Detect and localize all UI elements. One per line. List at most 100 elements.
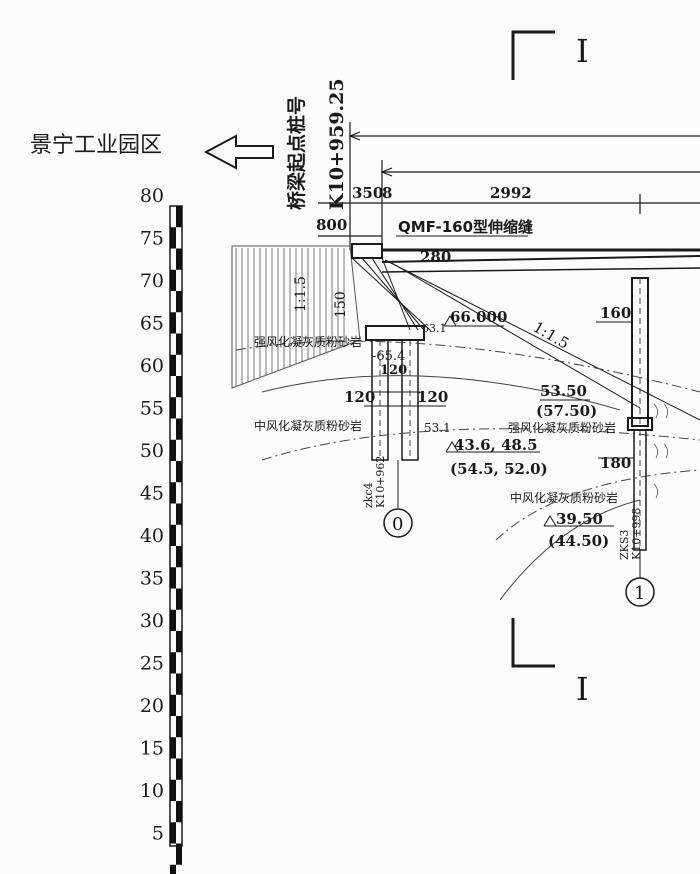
abutment-dim-150: 150 [333, 291, 349, 318]
pile-label-title: 桥梁起点桩号 [285, 96, 308, 210]
scale-block [176, 631, 182, 653]
svg-text:1:1.5: 1:1.5 [293, 276, 309, 312]
scale-tick-label: 80 [140, 185, 164, 207]
scale-block [170, 397, 176, 419]
scale-block [170, 482, 176, 504]
scale-block [170, 822, 176, 844]
svg-text:150: 150 [333, 291, 349, 318]
section-mark-bottom: I [576, 670, 589, 708]
stratum-moderate-weathered-1: 中风化凝灰质粉砂岩 [254, 418, 362, 433]
scale-tick-label: 20 [140, 695, 164, 717]
scale-block [176, 546, 182, 568]
scale-block [176, 716, 182, 738]
stratum-strong-weathered-1: 强风化凝灰质粉砂岩 [254, 334, 362, 349]
scale-block [170, 354, 176, 376]
scale-block [170, 524, 176, 546]
scale-tick-label: 45 [140, 483, 164, 505]
scale-block [170, 779, 176, 801]
svg-text:K10+998: K10+998 [630, 508, 643, 560]
scale-block [170, 567, 176, 589]
elev-53-1: 53.1 [424, 421, 451, 435]
dim-120-right: 120 [417, 388, 448, 406]
svg-text:ZKS3: ZKS3 [618, 530, 631, 560]
dim-2992: 2992 [490, 184, 532, 202]
pier-0-marker [383, 508, 413, 538]
dim-160: 160 [600, 304, 631, 322]
scale-block [176, 758, 182, 780]
scale-block [170, 737, 176, 759]
scale-block [176, 588, 182, 610]
dim-120-top: 120 [380, 363, 407, 378]
scale-tick-label: 50 [140, 440, 164, 462]
scale-tick-label: 30 [140, 610, 164, 632]
scale-tick-label: 70 [140, 270, 164, 292]
scale-tick-label: 10 [140, 780, 164, 802]
scale-block [176, 291, 182, 313]
scale-tick-label: 55 [140, 398, 164, 420]
elev-53-50: 53.50 [540, 382, 587, 400]
scale-block [176, 333, 182, 355]
scale-block [176, 843, 182, 865]
scale-tick-label: 5 [152, 823, 164, 845]
dim-280: 280 [420, 248, 451, 266]
scale-block [170, 864, 176, 874]
pile-label-station: K10+959.25 [326, 78, 348, 210]
elevation-callouts [443, 315, 614, 527]
elev-44-50: (44.50) [548, 532, 609, 550]
stratum-moderate-weathered-2: 中风化凝灰质粉砂岩 [510, 490, 618, 505]
pier-1-label: 1 [634, 583, 645, 604]
section-mark-top: I [576, 32, 589, 70]
pile-station-label: 桥梁起点桩号 K10+959.25 [285, 78, 348, 210]
scale-tick-label: 65 [140, 313, 164, 335]
scale-block [176, 206, 182, 228]
elevation-scale: 80 75 70 65 60 55 50 45 40 35 30 25 20 15 10 5 [140, 185, 183, 874]
elev-65-4: -65.4 [372, 349, 405, 364]
scale-block [170, 439, 176, 461]
scale-block [170, 227, 176, 249]
pier-1-marker [625, 577, 655, 607]
scale-tick-label: 25 [140, 653, 164, 675]
scale-block [176, 673, 182, 695]
svg-text:zkc4: zkc4 [362, 482, 375, 508]
scale-block [176, 418, 182, 440]
embankment-fill [231, 245, 361, 389]
dim-8: 8 [382, 184, 392, 202]
elev-63-1: 63.1 [422, 322, 447, 335]
elev-66-000: 66.000 [450, 308, 507, 326]
direction-label: 景宁工业园区 [30, 133, 162, 158]
scale-block [176, 248, 182, 270]
scale-block [176, 376, 182, 398]
svg-text:K10+962: K10+962 [374, 456, 387, 508]
expansion-joint-label: QMF-160型伸缩缝 [398, 218, 533, 236]
rock-hatch-right [653, 403, 668, 499]
scale-block [170, 312, 176, 334]
dim-800: 800 [316, 216, 347, 234]
elev-57-50: (57.50) [536, 402, 597, 420]
abutment-structure [351, 243, 700, 421]
dim-180: 180 [600, 454, 631, 472]
elev-43-6: 43.6, 48.5 [454, 436, 538, 454]
scale-block [176, 503, 182, 525]
direction-arrow-icon [203, 134, 274, 170]
scale-blocks [170, 206, 182, 874]
scale-block [170, 694, 176, 716]
scale-tick-label: 60 [140, 355, 164, 377]
strata-lines [235, 340, 700, 601]
pier-0-label: 0 [392, 514, 403, 535]
dim-120-left: 120 [344, 388, 375, 406]
scale-tick-label: 15 [140, 738, 164, 760]
scale-tick-label: 35 [140, 568, 164, 590]
section-marker-top: I [511, 30, 589, 80]
scale-tick-label: 40 [140, 525, 164, 547]
scale-block [170, 269, 176, 291]
abutment-0-piles [364, 325, 446, 461]
scale-block [170, 609, 176, 631]
scale-block [176, 461, 182, 483]
slope-label-left: 1:1.5 [293, 276, 309, 312]
stratum-strong-weathered-2: 强风化凝灰质粉砂岩 [508, 420, 616, 435]
scale-block [176, 801, 182, 823]
scale-tick-label: 75 [140, 228, 164, 250]
borehole-zks3-label: ZKS3 K10+998 [618, 508, 643, 560]
